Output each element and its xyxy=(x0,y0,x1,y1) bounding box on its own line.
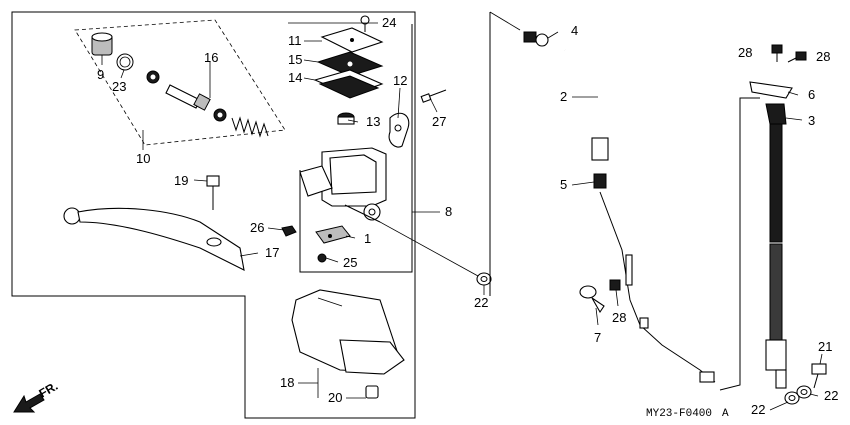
callout-6: 6 xyxy=(808,87,815,102)
callout-15: 15 xyxy=(288,52,302,67)
callout-19: 19 xyxy=(174,173,188,188)
callout-12: 12 xyxy=(393,73,407,88)
brake-lever-17 xyxy=(63,207,245,271)
callout-26: 26 xyxy=(250,220,264,235)
callout-10: 10 xyxy=(136,151,150,166)
bolt-axis-line xyxy=(379,221,479,277)
callout-27: 27 xyxy=(432,114,446,129)
callout-28-right-a: 28 xyxy=(738,45,752,60)
reservoir-cap-11 xyxy=(320,27,384,53)
brake-hose-2 xyxy=(564,47,609,161)
brake-pipe xyxy=(599,191,716,383)
callout-8: 8 xyxy=(445,204,452,219)
leader-lines xyxy=(101,22,823,411)
master-cylinder-frame xyxy=(299,24,413,273)
callout-1: 1 xyxy=(364,231,371,246)
nut-26 xyxy=(281,225,297,237)
callout-9: 9 xyxy=(97,67,104,82)
washer-ring xyxy=(146,70,160,84)
screw-20 xyxy=(365,385,379,399)
bolt-28-right-a xyxy=(771,44,783,62)
callout-7: 7 xyxy=(594,330,601,345)
screw-24 xyxy=(360,15,370,32)
bolt-28-mid xyxy=(609,279,621,291)
callout-labels: 1 2 3 4 5 6 7 8 9 10 11 12 13 14 15 16 1… xyxy=(97,15,838,417)
callout-3: 3 xyxy=(808,113,815,128)
callout-2: 2 xyxy=(560,89,567,104)
pivot-bolt-19 xyxy=(206,175,220,210)
bolt-27 xyxy=(420,89,447,103)
callout-17: 17 xyxy=(265,245,279,260)
washer-22-left xyxy=(476,272,492,286)
callout-22-right-b: 22 xyxy=(824,388,838,403)
callout-4: 4 xyxy=(571,23,578,38)
stop-switch-1 xyxy=(315,225,351,244)
callout-28-mid: 28 xyxy=(612,310,626,325)
callout-16: 16 xyxy=(204,50,218,65)
circlip-23 xyxy=(116,53,134,71)
callout-23: 23 xyxy=(112,79,126,94)
cap-13 xyxy=(337,112,355,125)
banjo-bolt-4 xyxy=(523,31,549,47)
callout-14: 14 xyxy=(288,70,302,85)
callout-25: 25 xyxy=(343,255,357,270)
piston-16 xyxy=(165,84,211,111)
callout-18: 18 xyxy=(280,375,294,390)
master-cylinder-body xyxy=(299,147,387,223)
figure-code: MY23-F0400 xyxy=(646,408,712,420)
bolt-28-right-b xyxy=(787,51,807,63)
holder-12 xyxy=(388,112,410,148)
clamp-5 xyxy=(593,173,607,189)
cap-plate-15 xyxy=(316,51,384,77)
screw-25 xyxy=(317,253,327,263)
bolt-21 xyxy=(811,363,827,389)
pipe-clamp-7 xyxy=(579,285,605,314)
callout-28-right-b: 28 xyxy=(816,49,830,64)
callout-24: 24 xyxy=(382,15,396,30)
callout-13: 13 xyxy=(366,114,380,129)
figure-suffix: A xyxy=(722,408,729,420)
brake-hose-3 xyxy=(765,103,787,389)
secondary-cup xyxy=(213,108,227,122)
callout-21: 21 xyxy=(818,339,832,354)
washer-22-right-b xyxy=(796,385,812,399)
callout-22-left: 22 xyxy=(474,295,488,310)
piston-cup-9 xyxy=(91,32,113,56)
pipe-frame xyxy=(719,97,760,391)
callout-22-right-a: 22 xyxy=(751,402,765,417)
diaphragm-14 xyxy=(313,69,384,99)
washer-22-right-a xyxy=(784,391,800,405)
front-direction-arrow: FR. xyxy=(13,379,60,413)
assembly-frame xyxy=(11,11,416,419)
piston-kit-box xyxy=(74,19,286,146)
callout-20: 20 xyxy=(328,390,342,405)
spring xyxy=(231,116,269,138)
lever-guard-18 xyxy=(291,289,405,375)
callout-5: 5 xyxy=(560,177,567,192)
bracket-6 xyxy=(749,81,793,99)
hose-leader-top xyxy=(489,11,521,31)
callout-11: 11 xyxy=(288,33,302,48)
